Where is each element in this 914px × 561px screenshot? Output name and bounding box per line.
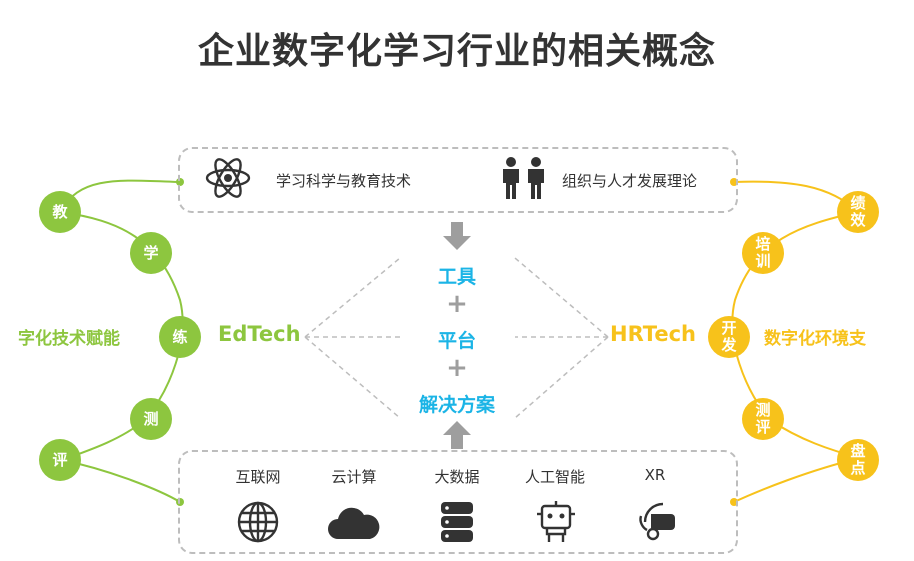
left-circle: 评 — [39, 439, 81, 481]
database-icon — [441, 502, 473, 542]
plus-sign: + — [446, 353, 468, 383]
tech-label-cloud: 云计算 — [331, 468, 377, 486]
right-circle: 培训 — [742, 232, 784, 274]
edtech-label: EdTech — [218, 322, 301, 346]
globe-icon — [237, 501, 279, 543]
technology-box — [178, 450, 738, 554]
tech-label-ai: 人工智能 — [524, 468, 585, 486]
hrtech-label: HRTech — [610, 322, 696, 346]
right-side-label: 数字化环境支 — [764, 329, 866, 349]
theory-box — [178, 147, 738, 213]
theory-item-learning-science: 学习科学与教育技术 — [276, 172, 412, 190]
tech-label-internet: 互联网 — [235, 468, 281, 486]
tech-label-bigdata: 大数据 — [434, 468, 480, 486]
left-side-label: 字化技术赋能 — [18, 329, 120, 349]
right-circle: 开发 — [708, 316, 750, 358]
center-solutions: 解决方案 — [418, 394, 495, 416]
right-circle: 测评 — [742, 398, 784, 440]
atom-icon — [205, 158, 251, 198]
left-circle: 教 — [39, 191, 81, 233]
left-circle: 学 — [130, 232, 172, 274]
center-platform: 平台 — [437, 330, 476, 352]
people-icon — [503, 157, 544, 199]
plus-sign: + — [446, 289, 468, 319]
theory-item-org-talent: 组织与人才发展理论 — [562, 172, 698, 190]
robot-icon — [537, 501, 575, 542]
down-arrow-icon — [443, 222, 471, 250]
right-circle: 盘点 — [837, 439, 879, 481]
page-title: 企业数字化学习行业的相关概念 — [197, 31, 716, 72]
tech-label-xr: XR — [644, 466, 666, 484]
left-circle: 练 — [159, 316, 201, 358]
left-circle: 测 — [130, 398, 172, 440]
right-circle: 绩效 — [837, 191, 879, 233]
vr-headset-icon — [639, 502, 675, 541]
cloud-icon — [328, 507, 380, 539]
up-arrow-icon — [443, 421, 471, 449]
center-tools: 工具 — [437, 266, 476, 288]
